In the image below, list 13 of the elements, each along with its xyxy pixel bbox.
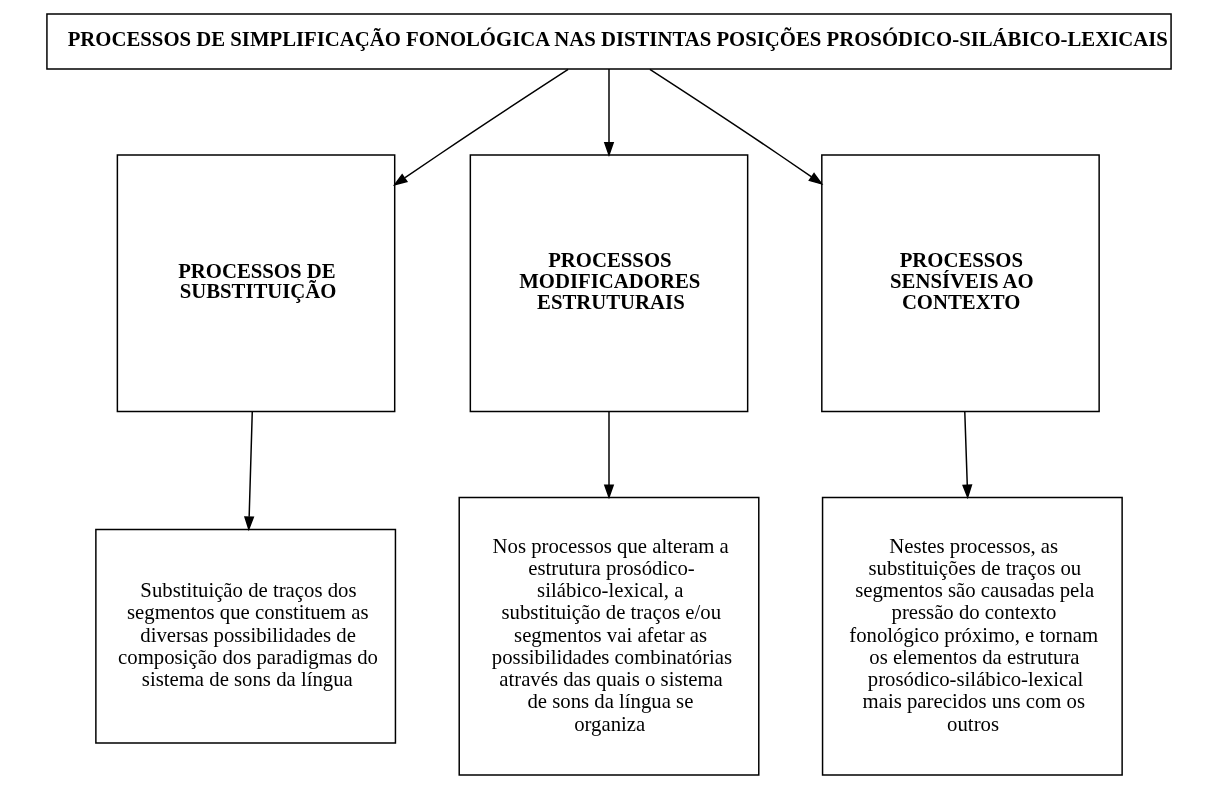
arrow xyxy=(243,410,255,532)
arrow xyxy=(603,410,615,500)
node-box: PROCESSOS SENSÍVEIS AO CONTEXTO xyxy=(821,154,1100,413)
node-box: PROCESSOS DE SIMPLIFICAÇÃO FONOLÓGICA NAS DISTINTAS POSIÇÕES PROSÓDICO-SILÁBICO-LEXICAIS xyxy=(46,13,1172,70)
arrow xyxy=(649,68,824,186)
node-box: Nos processos que alteram a estrutura prosódico-silábico-lexical, a substituição de traços e/ou segmentos vai afetar as possibilidades combinatórias através das quais o sistema de sons da língua se organiza xyxy=(458,496,760,776)
node-box: PROCESSOS DE SUBSTITUIÇÃO xyxy=(116,154,396,413)
node-box: Nestes processos, as substituições de traços ou segmentos são causadas pela pressão do contexto fonológico próximo, e tornam os elementos da estrutura prosódico-silábico-lexical mais parecidos uns com os outros xyxy=(821,496,1123,776)
node-box: PROCESSOS MODIFICADORES ESTRUTURAIS xyxy=(469,154,749,413)
arrow xyxy=(392,68,569,187)
node-box: Substituição de traços dos segmentos que constituem as diversas possibilidades de composição dos paradigmas do sistema de sons da língua xyxy=(95,528,397,744)
arrow xyxy=(603,68,615,157)
arrow xyxy=(962,410,973,500)
